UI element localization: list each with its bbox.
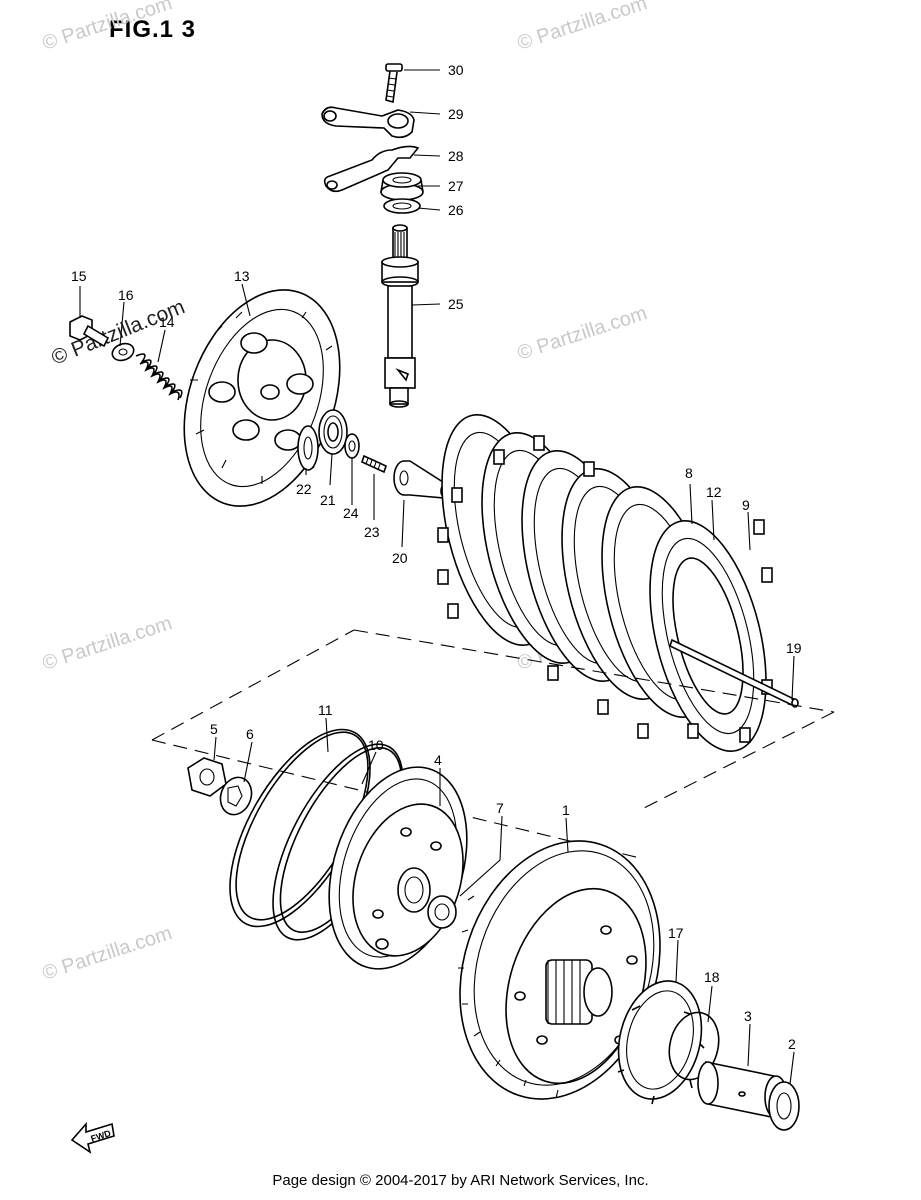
part-17-gear (617, 980, 705, 1105)
callout-30: 30 (448, 62, 464, 78)
part-5-nut (187, 757, 227, 797)
clutch-plate-stack (437, 414, 773, 752)
watermark: © Partzilla.com (40, 922, 175, 985)
part-23-pin (361, 454, 387, 474)
figure-title: FIG.1 3 (109, 16, 197, 43)
callout-10: 10 (368, 737, 384, 753)
callout-24: 24 (343, 505, 359, 521)
part-29-lever-arm (321, 106, 415, 139)
callout-9: 9 (742, 497, 750, 513)
callout-15: 15 (71, 268, 87, 284)
part-6-lock-washer (219, 776, 253, 816)
part-24-washer (344, 433, 360, 459)
callout-25: 25 (448, 296, 464, 312)
callout-19: 19 (786, 640, 802, 656)
callout-2: 2 (788, 1036, 796, 1052)
part-28-release-arm (323, 145, 420, 193)
part-15-bolt (69, 315, 110, 348)
part-21-bearing (318, 409, 348, 455)
callout-23: 23 (364, 524, 380, 540)
callout-3: 3 (744, 1008, 752, 1024)
part-25-release-shaft (381, 224, 419, 408)
page-footer: Page design © 2004-2017 by ARI Network S… (272, 1172, 649, 1189)
callout-7: 7 (496, 800, 504, 816)
part-27-oil-seal (380, 172, 424, 201)
leader-lines (79, 69, 795, 1085)
callout-20: 20 (392, 550, 408, 566)
callout-6: 6 (246, 726, 254, 742)
part-13-pressure-plate (183, 289, 341, 507)
part-26-washer (383, 198, 421, 214)
callout-29: 29 (448, 106, 464, 122)
callout-28: 28 (448, 148, 464, 164)
callout-27: 27 (448, 178, 464, 194)
callout-21: 21 (320, 492, 336, 508)
callout-26: 26 (448, 202, 464, 218)
watermark: © Partzilla.com (40, 612, 175, 675)
callout-22: 22 (296, 481, 312, 497)
part-14-spring (135, 353, 183, 401)
part-2-washer (768, 1081, 800, 1131)
part-9-friction-plate (649, 520, 767, 752)
callout-4: 4 (434, 752, 442, 768)
fwd-arrow-icon: FWD (70, 1121, 115, 1154)
watermark: © Partzilla.com (40, 0, 175, 55)
part-22-washer (297, 425, 319, 471)
callout-5: 5 (210, 721, 218, 737)
callout-18: 18 (704, 969, 720, 985)
part-18-circlip (668, 1011, 720, 1081)
callout-8: 8 (685, 465, 693, 481)
callout-11: 11 (318, 702, 333, 718)
callout-17: 17 (668, 925, 684, 941)
part-4-clutch-sleeve-hub (328, 766, 468, 970)
watermark: © Partzilla.com (515, 302, 650, 365)
part-7-washer (427, 895, 457, 929)
watermark: © Partzilla.com (515, 0, 650, 55)
callout-12: 12 (706, 484, 722, 500)
callout-14: 14 (159, 314, 175, 330)
callout-16: 16 (118, 287, 134, 303)
part-30-bolt (385, 63, 403, 104)
callout-labels: 30 29 28 27 26 25 15 16 14 13 22 21 24 2… (71, 62, 802, 1052)
assembly-bracket-dashed (151, 629, 835, 859)
callout-1: 1 (562, 802, 570, 818)
callout-13: 13 (234, 268, 250, 284)
